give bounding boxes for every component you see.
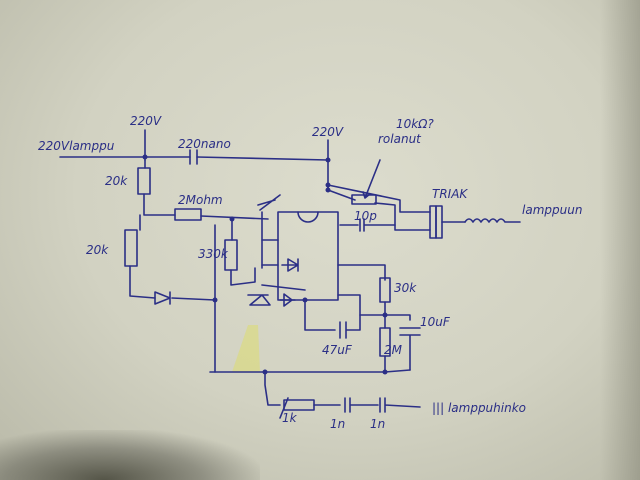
wires [59, 129, 521, 419]
label-c-1n-a: 1n [330, 417, 345, 431]
label-to-lamp: lamppuun [522, 203, 582, 217]
junctions [142, 154, 388, 375]
label-to-lamp-base: ||| lamppuhinko [432, 401, 526, 415]
label-r2: 2Mohm [178, 193, 223, 207]
label-c-47u: 47uF [322, 343, 353, 357]
label-triac: TRIAK [432, 187, 468, 201]
label-c-10p: 10p [354, 209, 377, 223]
label-cap-220n: 220nano [178, 137, 231, 151]
label-r7: 1k [282, 411, 298, 425]
highlighter-mark [232, 325, 260, 372]
label-r1: 20k [105, 174, 128, 188]
label-r5: 30k [394, 281, 417, 295]
label-lamp-supply: 220Vlamppu [38, 139, 115, 153]
label-pot-value: 10kΩ? [396, 117, 434, 131]
label-supply-right: 220V [312, 125, 344, 139]
shadow [0, 430, 260, 480]
label-r3: 20k [86, 243, 109, 257]
label-c-10u: 10uF [420, 315, 451, 329]
paper-edge [600, 0, 640, 480]
label-r4: 330k [198, 247, 229, 261]
label-supply-top: 220V [130, 114, 162, 128]
label-r6: 2M [384, 343, 403, 357]
label-pot-name: rolanut [378, 132, 422, 146]
label-c-1n-b: 1n [370, 417, 385, 431]
